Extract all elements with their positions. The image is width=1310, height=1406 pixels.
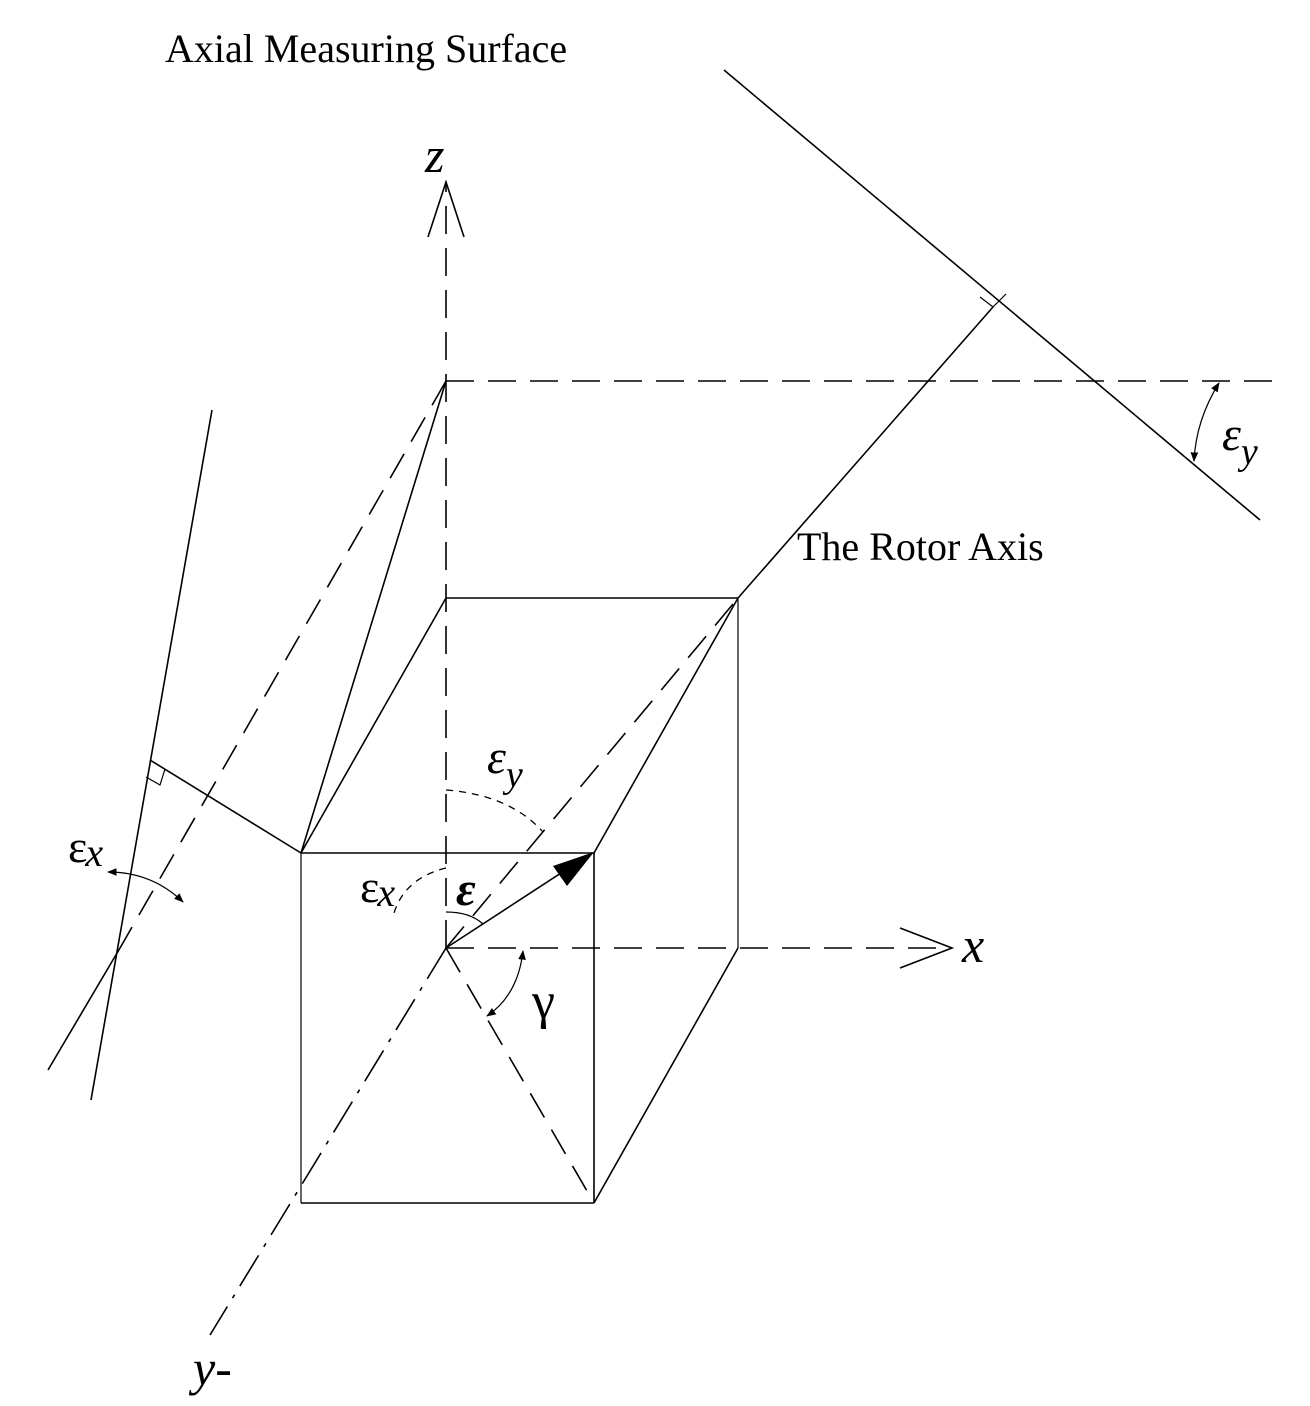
x-axis-arrowhead bbox=[899, 927, 955, 969]
epsilon-angle-arc bbox=[445, 911, 484, 925]
epsilon-x-angle-arc-inner bbox=[393, 867, 447, 914]
gamma-angle-arc bbox=[486, 950, 526, 1017]
box-bottom-right-edge bbox=[593, 947, 739, 1204]
diagonal-to-bottom-corner bbox=[445, 947, 595, 1204]
axial-measuring-surface-line bbox=[723, 69, 1261, 521]
epsilon-vector-arrowhead bbox=[553, 852, 594, 886]
epsilon-x-angle-arc-left bbox=[107, 868, 184, 903]
left-measuring-line bbox=[90, 409, 213, 1101]
epsilon-y-angle-arc-right bbox=[1190, 382, 1220, 462]
epsilon-y-label-right: εy bbox=[1222, 408, 1258, 473]
epsilon-y-angle-arc-inner bbox=[445, 789, 544, 833]
x-axis-label: x bbox=[961, 917, 984, 973]
upper-left-edge bbox=[300, 380, 447, 854]
box-top-right-edge bbox=[593, 597, 739, 854]
left-short-line bbox=[47, 947, 121, 1071]
rotor-axis-label: The Rotor Axis bbox=[797, 524, 1044, 569]
left-dashed-long-line bbox=[119, 380, 447, 949]
rotor-axis-dashed-projection bbox=[445, 597, 739, 949]
epsilon-x-label-inner: εx bbox=[360, 861, 395, 915]
axial-measuring-surface-label: Axial Measuring Surface bbox=[165, 26, 567, 71]
rotor-axis-line bbox=[737, 306, 994, 599]
epsilon-x-label-left: εx bbox=[68, 821, 103, 875]
epsilon-y-label-inner: εy bbox=[487, 731, 523, 796]
right-angle-marker-left bbox=[145, 768, 166, 786]
box-top-left-edge bbox=[300, 597, 447, 854]
gamma-label: γ bbox=[531, 973, 555, 1030]
epsilon-label: ε bbox=[456, 863, 476, 916]
y-axis-label: y- bbox=[188, 1340, 232, 1396]
left-perpendicular-line bbox=[149, 759, 302, 854]
z-axis-arrowhead bbox=[427, 179, 465, 238]
z-axis-label: z bbox=[424, 127, 444, 183]
y-axis-line bbox=[209, 947, 447, 1336]
